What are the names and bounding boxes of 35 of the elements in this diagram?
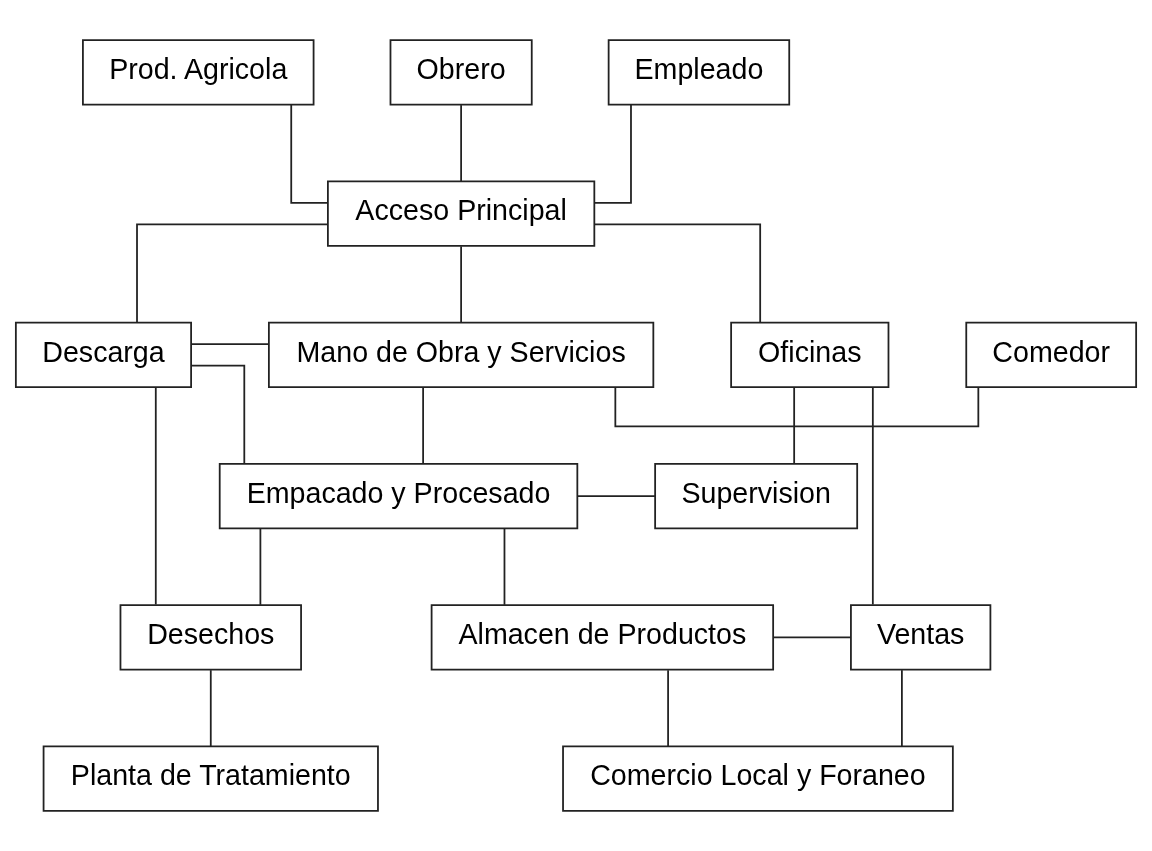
node-box: Acceso Principal	[327, 180, 596, 247]
node-box: Desechos	[119, 604, 302, 671]
connector	[154, 386, 157, 606]
connector	[503, 528, 506, 606]
node-box: Empacado y Procesado	[218, 463, 579, 530]
connector	[793, 386, 796, 465]
connector	[772, 636, 852, 639]
node-box: Almacen de Productos	[430, 604, 775, 671]
connector	[190, 364, 246, 465]
connector	[594, 223, 762, 324]
connector	[576, 495, 656, 498]
node-box: Comercio Local y Foraneo	[562, 745, 954, 812]
connector	[667, 669, 669, 747]
node-box: Comedor	[965, 321, 1138, 388]
connector	[422, 386, 424, 465]
node-box: Mano de Obra y Servicios	[268, 321, 655, 388]
connector	[136, 223, 329, 324]
connector	[614, 386, 980, 428]
connector	[901, 669, 903, 747]
connector	[259, 528, 262, 606]
connector	[871, 386, 874, 606]
node-box: Empleado	[607, 39, 791, 106]
node-box: Planta de Tratamiento	[42, 745, 379, 812]
node-box: Oficinas	[730, 321, 890, 388]
node-box: Ventas	[850, 604, 992, 671]
connector	[460, 104, 462, 182]
node-box: Supervision	[654, 463, 859, 530]
node-box: Descarga	[14, 321, 192, 388]
connector	[594, 103, 632, 204]
connector	[460, 245, 462, 324]
connector	[190, 343, 270, 346]
connector	[209, 669, 212, 747]
node-box: Prod. Agricola	[82, 39, 315, 106]
connector	[290, 103, 329, 204]
node-box: Obrero	[389, 39, 533, 106]
